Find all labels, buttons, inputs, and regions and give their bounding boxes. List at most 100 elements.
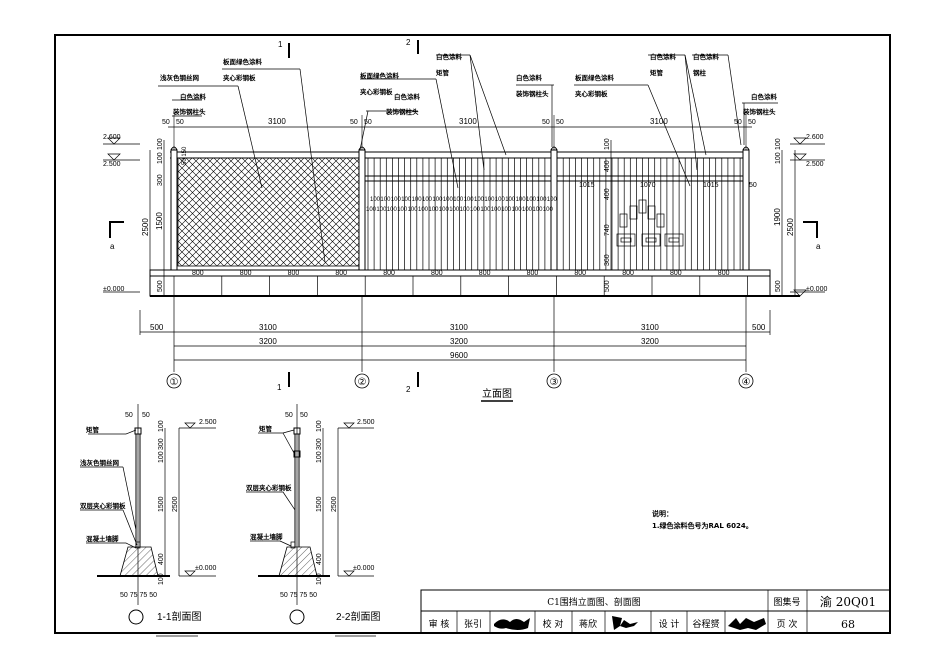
dim-400-mid-b: 400 bbox=[604, 188, 611, 200]
callout-white-coating-7: 白色涂料 bbox=[751, 92, 778, 101]
picket-spacing-label: 100 bbox=[376, 207, 387, 213]
picket-spacing-label: 100 bbox=[547, 197, 558, 203]
concrete-footing-1 bbox=[119, 546, 159, 577]
s1-dim-1500: 1500 bbox=[158, 496, 165, 512]
dim-3200-bay1: 3200 bbox=[259, 337, 277, 346]
steel-post-1 bbox=[170, 149, 178, 271]
dim-100-left-top: 100 bbox=[157, 138, 164, 150]
top-dim-50: 50 bbox=[542, 119, 550, 126]
view-a-label-right: a bbox=[816, 242, 821, 251]
level-ground-left: ±0.000 bbox=[103, 286, 124, 293]
notes-heading: 说明： bbox=[652, 509, 673, 518]
picket-spacing-label: 100 bbox=[505, 197, 516, 203]
s2-dim-50-right: 50 bbox=[300, 412, 308, 419]
dim-1070: 1070 bbox=[640, 182, 656, 189]
page-label: 页 次 bbox=[777, 618, 798, 630]
axis-label-4: ④ bbox=[742, 377, 751, 388]
callout-white-coating-2: 白色涂料 bbox=[394, 92, 421, 101]
atlas-label: 图集号 bbox=[773, 596, 800, 608]
picket-spacing-label: 100 bbox=[501, 207, 512, 213]
base-spacing-label: 800 bbox=[527, 270, 539, 277]
picket-spacing-label: 100 bbox=[422, 197, 433, 203]
picket-spacing-label: 100 bbox=[380, 197, 391, 203]
s1-label-rect-tube: 矩管 bbox=[85, 425, 100, 434]
reviewer-signature bbox=[494, 618, 530, 630]
picket-spacing-label: 100 bbox=[532, 207, 543, 213]
callout-white-coating-3: 白色涂料 bbox=[436, 52, 463, 61]
base-spacing-label: 800 bbox=[383, 270, 395, 277]
level-2600-right: 2.600 bbox=[806, 134, 824, 141]
top-dim-3100: 3100 bbox=[268, 117, 286, 126]
steel-post-2 bbox=[358, 149, 366, 271]
top-dim-50: 50 bbox=[176, 119, 184, 126]
dim-50-150: 50 150 bbox=[182, 146, 188, 165]
dim-1015-right: 1015 bbox=[703, 182, 719, 189]
base-spacing-label: 800 bbox=[240, 270, 252, 277]
dim-100-mid: 100 bbox=[604, 138, 611, 150]
s2-level-top: 2.500 bbox=[357, 419, 375, 426]
s1-dim-100: 100 bbox=[158, 420, 165, 432]
s1-title: 1-1剖面图 bbox=[157, 610, 201, 623]
cut-1-label-top: 1 bbox=[278, 40, 283, 49]
elevation-view: 2.600 2.500 ±0.000 2500 1500 300 100 100… bbox=[103, 38, 827, 402]
wire-mesh-panel bbox=[177, 157, 363, 267]
s1-label-footing: 混凝土墙脚 bbox=[86, 534, 119, 543]
s1-level-top: 2.500 bbox=[199, 419, 217, 426]
dim-740-mid: 740 bbox=[604, 224, 611, 236]
s1-dim-100c: 100 bbox=[158, 573, 165, 585]
review-label: 审 核 bbox=[429, 618, 450, 630]
axis-bubble-3 bbox=[546, 373, 562, 389]
axis-label-1: ① bbox=[170, 377, 179, 388]
dim-9600-total: 9600 bbox=[450, 351, 468, 360]
section-1-bubble bbox=[128, 609, 144, 625]
callout-sandwich-panel-2: 夹心彩钢板 bbox=[360, 87, 393, 96]
picket-spacing-label: 100 bbox=[470, 207, 481, 213]
s2-dim-base: 50 75 75 50 bbox=[280, 592, 317, 599]
cut-1-label-bottom: 1 bbox=[277, 383, 282, 392]
elevation-title: 立面图 bbox=[482, 387, 512, 400]
picket-spacing-label: 100 bbox=[460, 207, 471, 213]
s2-dim-2500: 2500 bbox=[331, 496, 338, 512]
dim-300-left: 300 bbox=[157, 174, 164, 186]
design-label: 设 计 bbox=[659, 618, 680, 630]
callout-post-cap-1: 装饰钢柱头 bbox=[172, 107, 206, 116]
dim-1900-right: 1900 bbox=[773, 208, 782, 226]
dim-500-left: 500 bbox=[157, 280, 164, 292]
dim-500-bottom-left: 500 bbox=[150, 323, 164, 332]
axis-label-2: ② bbox=[358, 377, 367, 388]
base-spacing-label: 800 bbox=[479, 270, 491, 277]
picket-spacing-label: 100 bbox=[536, 197, 547, 203]
picket-spacing-label: 100 bbox=[366, 207, 377, 213]
callout-post-cap-3: 装饰钢柱头 bbox=[515, 89, 549, 98]
atlas-number: 渝 20Q01 bbox=[820, 594, 876, 609]
picket-fence bbox=[367, 158, 741, 270]
callout-white-coating-1: 白色涂料 bbox=[180, 92, 207, 101]
dim-1015-left: 1015 bbox=[579, 182, 595, 189]
decorative-motif bbox=[616, 199, 684, 247]
checker-name: 蒋欣 bbox=[579, 618, 597, 630]
level-2500-left: 2.500 bbox=[103, 161, 121, 168]
callout-green-coating-1: 板面绿色涂料 bbox=[223, 57, 263, 66]
axis-bubble-4 bbox=[738, 373, 754, 389]
picket-spacing-label: 100 bbox=[464, 197, 475, 203]
s2-label-footing: 混凝土墙脚 bbox=[250, 532, 283, 541]
s1-dim-50-left: 50 bbox=[125, 412, 133, 419]
callout-post-cap-2: 装饰钢柱头 bbox=[385, 107, 419, 116]
base-spacing-label: 800 bbox=[288, 270, 300, 277]
s1-dim-300: 300 bbox=[158, 438, 165, 450]
base-spacing-label: 800 bbox=[335, 270, 347, 277]
top-dim-3100: 3100 bbox=[459, 117, 477, 126]
dim-500-right: 500 bbox=[775, 280, 782, 292]
section-2-bubble bbox=[289, 609, 305, 625]
level-2500-right: 2.500 bbox=[806, 161, 824, 168]
callout-white-coating-4: 白色涂料 bbox=[516, 73, 543, 82]
picket-spacing-label: 100 bbox=[401, 197, 412, 203]
axis-bubble-2 bbox=[354, 373, 370, 389]
dim-100-right: 100 bbox=[775, 152, 782, 164]
base-spacing-label: 800 bbox=[431, 270, 443, 277]
picket-spacing-label: 100 bbox=[428, 207, 439, 213]
view-a-label-left: a bbox=[110, 242, 115, 251]
section-2-2: 矩管 双层夹心彩钢板 混凝土墙脚 50 50 100 300 100 1500 … bbox=[246, 404, 380, 637]
callout-green-coating-2: 板面绿色涂料 bbox=[360, 71, 400, 80]
